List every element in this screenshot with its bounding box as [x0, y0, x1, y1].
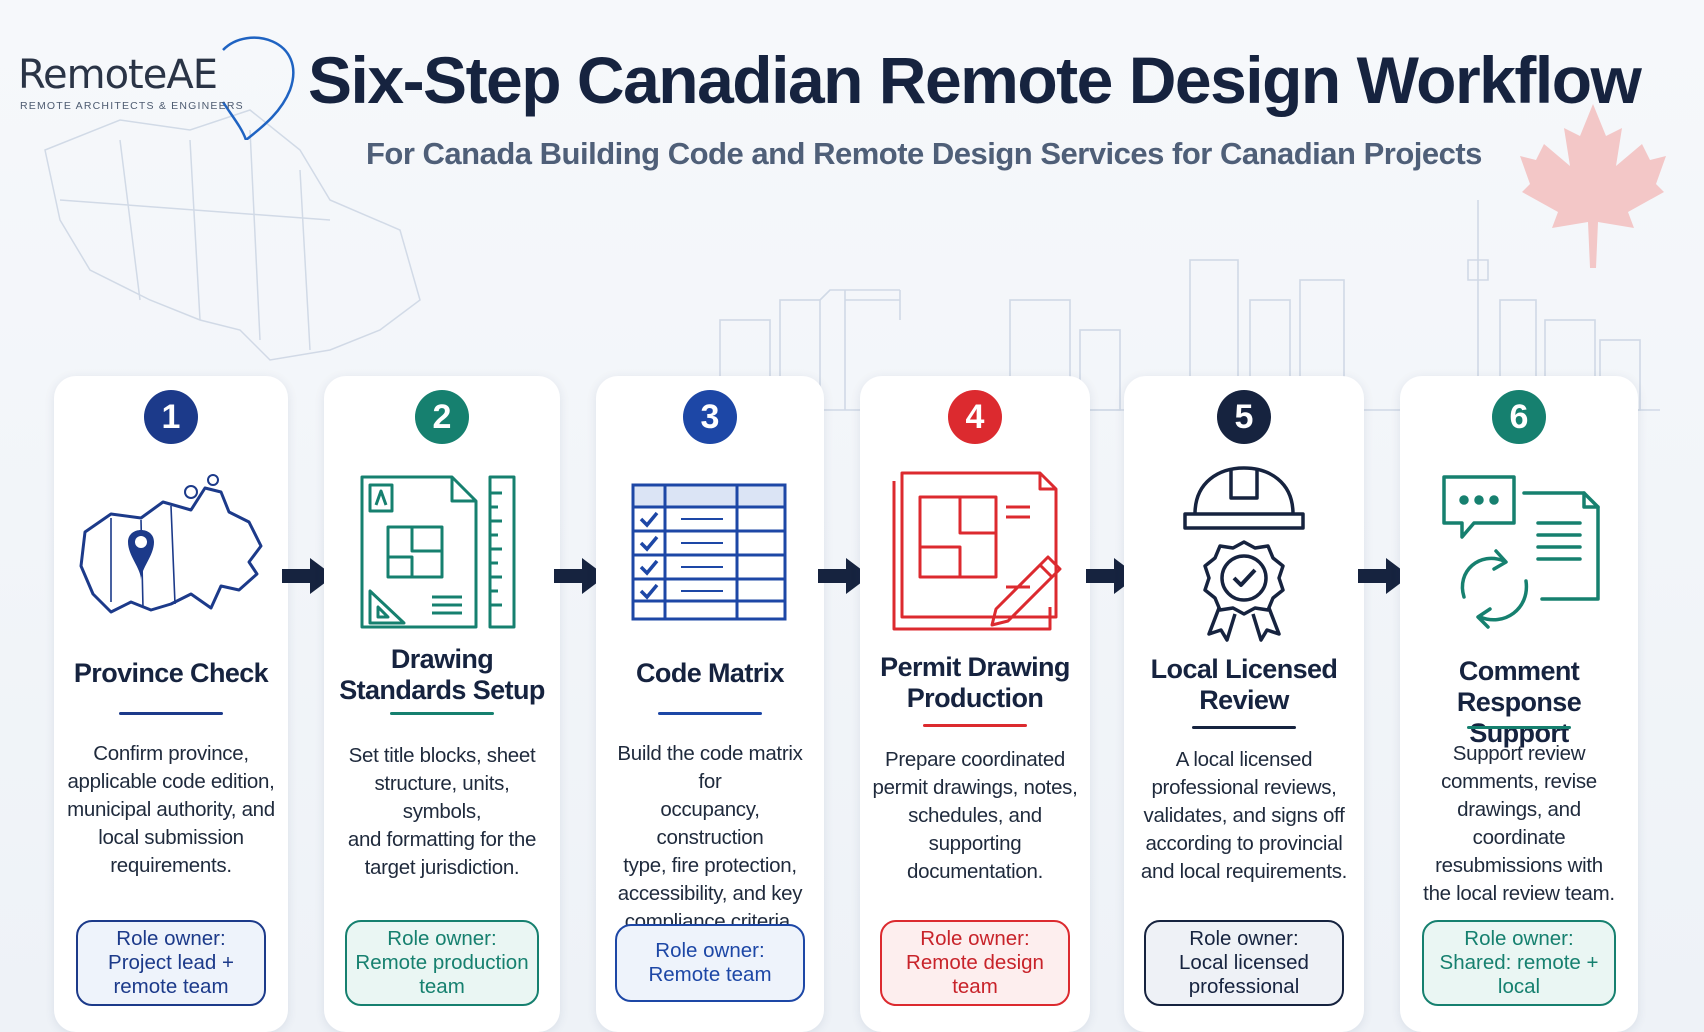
step-number-badge: 1 [144, 390, 198, 444]
step-title: Local Licensed Review [1150, 654, 1338, 715]
remoteae-logo: RemoteAE REMOTE ARCHITECTS & ENGINEERS [18, 30, 298, 140]
logo-name: RemoteAE [18, 52, 218, 98]
page-title: Six-Step Canadian Remote Design Workflow [308, 43, 1642, 117]
step-description: Build the code matrix for occupancy, con… [617, 742, 803, 933]
step-title: Code Matrix [636, 658, 785, 688]
page-subtitle: For Canada Building Code and Remote Desi… [366, 136, 1482, 171]
step-number-badge: 5 [1217, 390, 1271, 444]
drawing-pencil-icon [892, 471, 1062, 631]
role-owner-box: Role owner: Remote production team [345, 920, 539, 1006]
arrow-right-icon [1358, 558, 1410, 594]
role-owner-box: Role owner: Local licensed professional [1144, 920, 1344, 1006]
step-divider [658, 712, 762, 715]
step-description: Prepare coordinated permit drawings, not… [872, 748, 1078, 883]
step-title: Province Check [73, 658, 269, 688]
step-card-6: 6 Comment Response Support Support revie… [1400, 376, 1638, 1032]
step-card-5: 5 Local Licensed Review A local licensed… [1124, 376, 1364, 1032]
step-title: Comment Response Support [1456, 656, 1582, 748]
step-divider [390, 712, 494, 715]
arrow-right-icon [818, 558, 870, 594]
step-number-badge: 2 [415, 390, 469, 444]
location-pin-icon [221, 36, 295, 140]
step-card-1: 1 Province Check Confirm province, appli… [54, 376, 288, 1032]
maple-leaf-icon [1520, 104, 1666, 268]
step-number-badge: 4 [948, 390, 1002, 444]
role-owner-box: Role owner: Remote team [615, 924, 805, 1002]
role-owner-box: Role owner: Project lead + remote team [76, 920, 266, 1006]
step-title: Drawing Standards Setup [339, 644, 545, 705]
hardhat-seal-icon [1183, 466, 1305, 642]
arrow-right-icon [554, 558, 606, 594]
step-card-3: 3 Code Matrix Build the code matrix for … [596, 376, 824, 1032]
step-title: Permit Drawing Production [880, 652, 1070, 713]
step-description: Set title blocks, sheet structure, units… [347, 744, 537, 879]
step-divider [1192, 726, 1296, 729]
blueprint-ruler-icon [360, 475, 516, 629]
canada-map-pin-icon [79, 474, 263, 614]
arrow-right-icon [282, 558, 334, 594]
step-card-4: 4 Permit Drawing Production Prepare coor… [860, 376, 1090, 1032]
checklist-table-icon [631, 483, 787, 621]
step-card-2: 2 Drawing Standards Setup Set title bloc… [324, 376, 560, 1032]
step-divider [119, 712, 223, 715]
comment-cycle-icon [1442, 475, 1600, 629]
step-description: A local licensed professional reviews, v… [1140, 748, 1348, 883]
role-owner-box: Role owner: Remote design team [880, 920, 1070, 1006]
role-owner-box: Role owner: Shared: remote + local [1422, 920, 1616, 1006]
step-divider [1467, 726, 1571, 729]
step-number-badge: 6 [1492, 390, 1546, 444]
step-description: Support review comments, revise drawings… [1423, 742, 1615, 905]
step-number-badge: 3 [683, 390, 737, 444]
step-divider [923, 724, 1027, 727]
logo-tagline: REMOTE ARCHITECTS & ENGINEERS [20, 100, 244, 112]
step-description: Confirm province, applicable code editio… [67, 742, 275, 877]
